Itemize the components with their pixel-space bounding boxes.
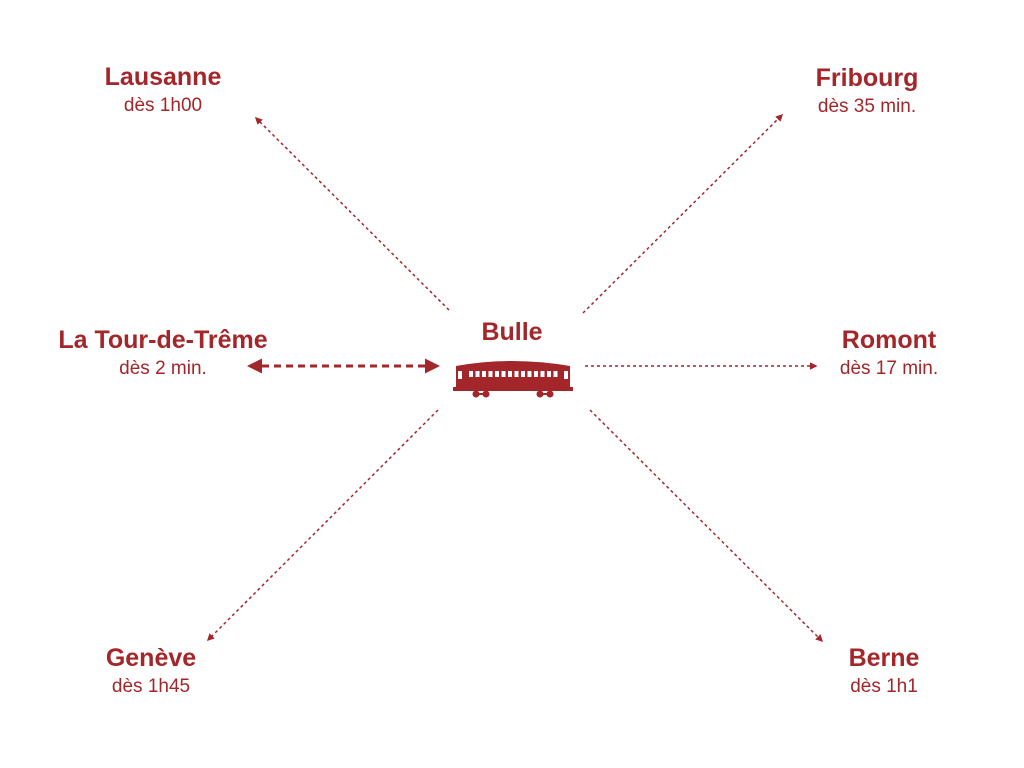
travel-time: dès 17 min. — [839, 358, 939, 379]
arrow-lausanne — [254, 116, 450, 311]
destination-geneve: Genève dès 1h45 — [106, 643, 196, 701]
center-station-name: Bulle — [481, 318, 543, 346]
arrow-berne — [589, 409, 824, 643]
travel-time: dès 1h00 — [123, 95, 203, 116]
train-car-icon — [453, 361, 573, 398]
travel-time: dès 35 min. — [817, 96, 917, 117]
city-name: Fribourg — [815, 64, 919, 92]
destination-berne: Berne dès 1h1 — [849, 643, 920, 701]
arrow-geneve — [206, 409, 439, 642]
travel-time: dès 2 min. — [119, 358, 207, 379]
travel-time: dès 1h1 — [850, 676, 918, 697]
destination-la-tour-de-treme: La Tour-de-Trême dès 2 min. — [58, 325, 267, 383]
city-name: Berne — [848, 644, 920, 672]
destination-fribourg: Fribourg dès 35 min. — [816, 63, 919, 121]
travel-time: dès 1h45 — [111, 676, 191, 697]
destination-lausanne: Lausanne dès 1h00 — [105, 62, 222, 120]
arrow-fribourg — [582, 113, 784, 314]
destination-romont: Romont dès 17 min. — [840, 325, 938, 383]
city-name: Romont — [841, 326, 937, 354]
city-name: La Tour-de-Trême — [58, 326, 268, 354]
city-name: Genève — [105, 644, 197, 672]
city-name: Lausanne — [104, 63, 222, 91]
